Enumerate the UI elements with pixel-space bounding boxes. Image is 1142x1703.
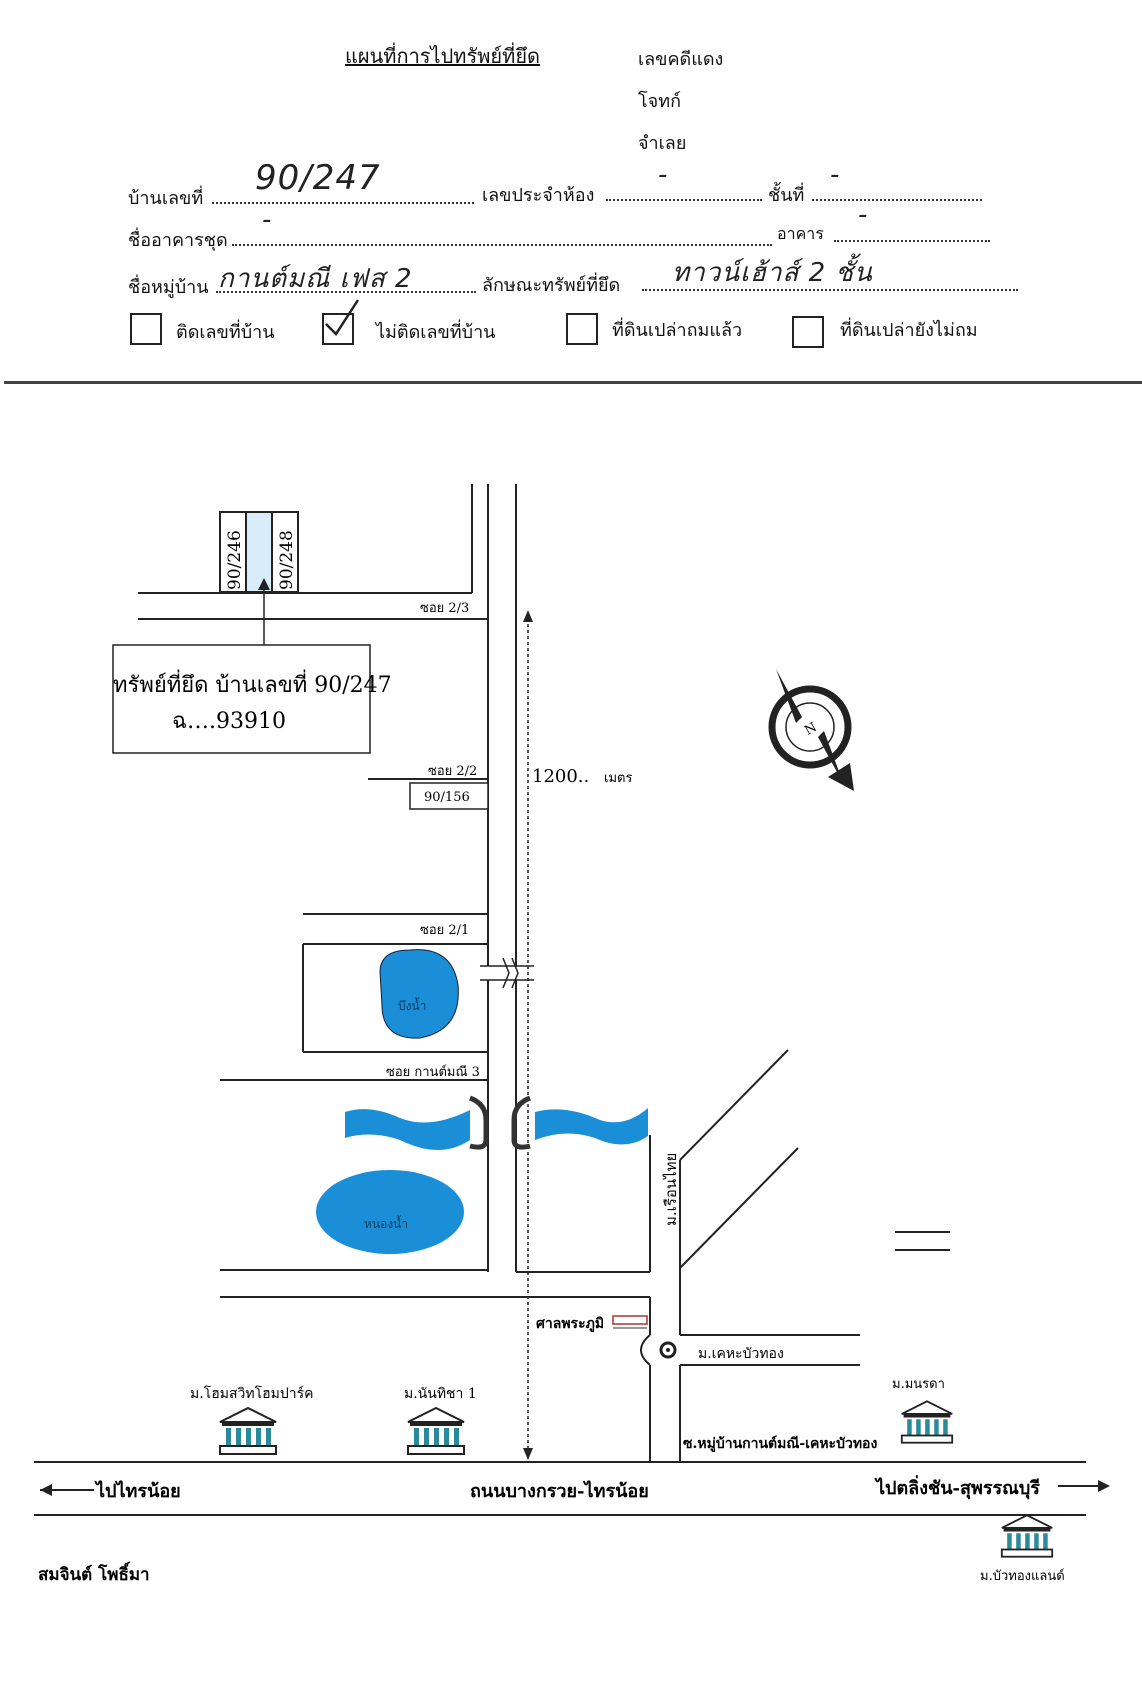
condo-label: ชื่ออาคารชุด xyxy=(128,230,228,251)
house-no-line xyxy=(212,202,474,204)
village-line xyxy=(216,291,476,293)
page-title: แผนที่การไปทรัพย์ที่ยึด xyxy=(345,44,541,68)
lot-90-248: 90/248 xyxy=(277,530,297,590)
plaintiff-label: โจทก์ xyxy=(638,91,681,112)
building-line xyxy=(834,240,990,242)
checkbox-house-no-posted[interactable] xyxy=(130,313,162,345)
floor-value: - xyxy=(830,160,841,190)
to-lingchan: ไปตลิ่งชัน-สุพรรณบุรี xyxy=(874,1475,1040,1500)
checkmark-icon xyxy=(325,299,360,336)
surveyor-name: สมจินต์ โพธิ์มา xyxy=(38,1561,150,1585)
lot-90-156: 90/156 xyxy=(424,790,470,805)
pond-label: บึงน้ำ xyxy=(398,997,426,1013)
property-type-line xyxy=(642,289,1018,291)
defendant-label: จำเลย xyxy=(638,133,687,154)
building-value: - xyxy=(858,200,869,230)
village-buathong-land: ม.บัวทองแลนด์ xyxy=(980,1568,1065,1584)
condo-line xyxy=(232,244,772,246)
building-icon xyxy=(407,1406,465,1455)
building-icon xyxy=(900,1400,954,1444)
checkbox-land-unfilled[interactable] xyxy=(792,316,824,348)
lake-label: หนองน้ำ xyxy=(364,1215,408,1231)
village-nanthicha: ม.นันทิชา 1 xyxy=(404,1386,477,1402)
house-no-value: 90/247 xyxy=(255,158,381,198)
village-home-park: ม.โฮมสวิทโฮมปาร์ค xyxy=(190,1385,314,1402)
village-kheha-buathong: ม.เคหะบัวทอง xyxy=(698,1346,784,1362)
callout-line-1: ทรัพย์ที่ยึด บ้านเลขที่ 90/247 xyxy=(113,669,392,698)
callout-line-2: ฉ….93910 xyxy=(172,709,286,734)
floor-label: ชั้นที่ xyxy=(768,185,805,206)
property-type-label: ลักษณะทรัพย์ที่ยึด xyxy=(482,275,621,296)
room-no-line xyxy=(606,199,762,201)
room-no-label: เลขประจำห้อง xyxy=(482,185,595,206)
building-label: อาคาร xyxy=(777,224,824,243)
distance-value: 1200.. xyxy=(532,766,589,787)
option-house-no-not-posted: ไม่ติดเลขที่บ้าน xyxy=(376,322,496,343)
checkbox-land-filled[interactable] xyxy=(566,313,598,345)
soi-kanmanee-kheha: ซ.หมู่บ้านกานต์มณี-เคหะบัวทอง xyxy=(683,1435,877,1452)
house-no-label: บ้านเลขที่ xyxy=(128,188,204,209)
building-icon xyxy=(219,1406,277,1455)
village-label: ชื่อหมู่บ้าน xyxy=(128,277,209,298)
village-ruenthai: ม.เรือนไทย xyxy=(662,1153,680,1226)
condo-value: - xyxy=(262,205,273,235)
soi-2-1: ซอย 2/1 xyxy=(420,923,469,938)
lot-90-246: 90/246 xyxy=(225,530,245,590)
compass-icon: N xyxy=(768,669,854,791)
header-divider xyxy=(4,381,1142,384)
shrine-label: ศาลพระภูมิ xyxy=(536,1316,604,1332)
room-no-value: - xyxy=(658,160,669,190)
soi-kanmanee-3: ซอย กานต์มณี 3 xyxy=(386,1064,480,1080)
option-land-filled: ที่ดินเปล่าถมแล้ว xyxy=(612,320,743,341)
distance-unit: เมตร xyxy=(604,771,632,786)
main-road-name: ถนนบางกรวย-ไทรน้อย xyxy=(470,1480,649,1502)
soi-2-3: ซอย 2/3 xyxy=(420,601,469,616)
property-type-value: ทาวน์เฮ้าส์ 2 ชั้น xyxy=(672,258,873,288)
soi-2-2: ซอย 2/2 xyxy=(428,764,477,779)
to-sainoi: ไปไทรน้อย xyxy=(94,1480,181,1502)
option-land-unfilled: ที่ดินเปล่ายังไม่ถม xyxy=(840,320,978,341)
case-no-label: เลขคดีแดง xyxy=(638,49,724,70)
village-value: กานต์มณี เฟส 2 xyxy=(218,264,413,294)
building-icon xyxy=(1000,1514,1054,1558)
village-manorada: ม.มนรดา xyxy=(892,1377,945,1392)
option-house-no-posted: ติดเลขที่บ้าน xyxy=(176,322,275,343)
floor-line xyxy=(812,199,982,201)
